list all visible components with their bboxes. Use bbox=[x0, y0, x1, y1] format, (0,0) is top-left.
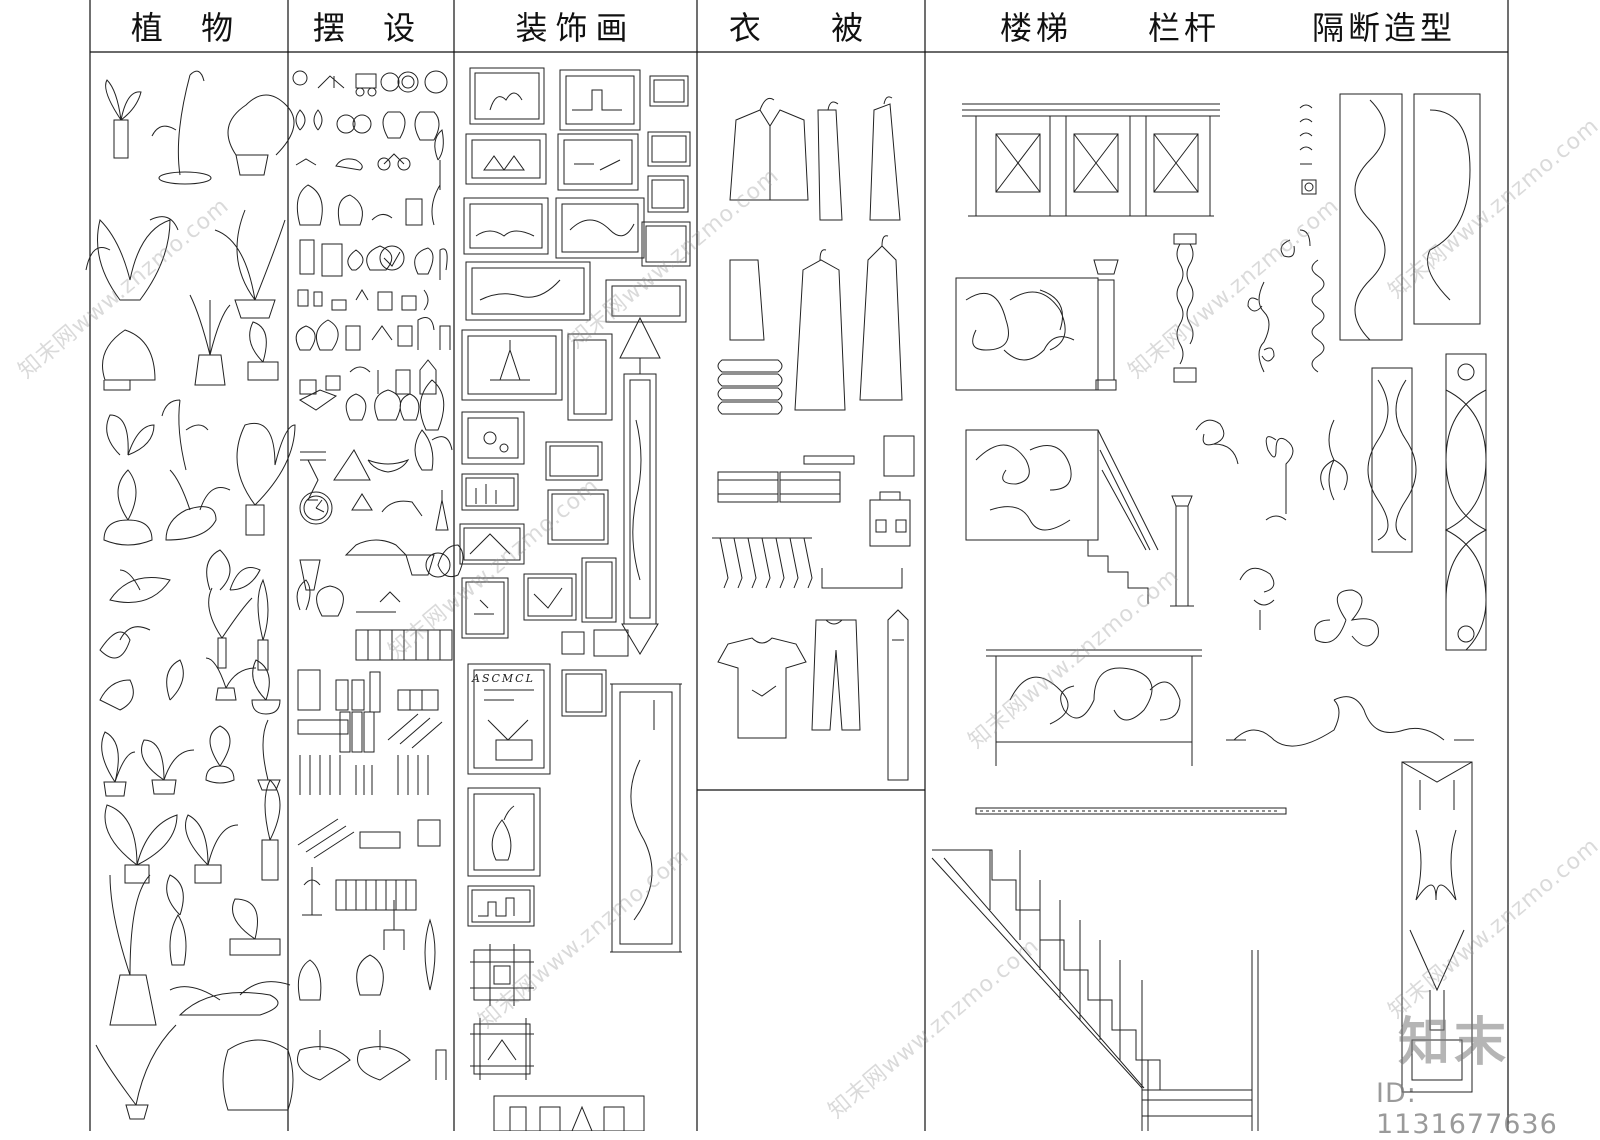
candle-holder bbox=[297, 900, 436, 1001]
book-row bbox=[297, 818, 441, 859]
garment-icon bbox=[869, 491, 911, 547]
garment-icon bbox=[729, 235, 903, 411]
lattice-frame bbox=[470, 944, 534, 1006]
header-railings: 栏杆 bbox=[1148, 9, 1221, 47]
scroll-painting bbox=[619, 316, 661, 655]
book-row bbox=[299, 755, 429, 795]
framed-painting bbox=[461, 473, 609, 545]
framed-painting bbox=[467, 663, 607, 775]
candle-holder bbox=[302, 867, 417, 916]
decor-item bbox=[292, 70, 448, 97]
stairs-column-drawings bbox=[931, 103, 1287, 1131]
framed-painting bbox=[461, 573, 629, 657]
plant-icon bbox=[104, 779, 281, 884]
plant-icon bbox=[85, 209, 286, 319]
plant-icon bbox=[99, 657, 281, 715]
framed-painting bbox=[461, 329, 613, 421]
header-decor: 摆 设 bbox=[312, 9, 430, 47]
decor-item bbox=[299, 359, 437, 395]
brand-logo: 知末 bbox=[1398, 1013, 1511, 1073]
decor-item bbox=[295, 129, 444, 190]
partition-panel bbox=[1339, 93, 1481, 341]
paintings-column-drawings bbox=[459, 67, 691, 1131]
partition-panel bbox=[1367, 353, 1488, 651]
hanger-rack bbox=[712, 537, 903, 589]
partition-panel bbox=[1401, 761, 1473, 1093]
staircase-section bbox=[931, 849, 1259, 1131]
folded-towels bbox=[717, 359, 783, 415]
book-row bbox=[297, 669, 439, 713]
book-row bbox=[355, 629, 453, 661]
framed-painting bbox=[461, 411, 603, 481]
decor-item bbox=[295, 317, 451, 351]
plant-icon bbox=[109, 549, 261, 603]
header-paintings: 装饰画 bbox=[515, 9, 636, 47]
framed-painting bbox=[469, 67, 689, 131]
plants-column-drawings bbox=[85, 70, 296, 1120]
header-partitions: 隔断造型 bbox=[1312, 9, 1457, 47]
plant-icon bbox=[102, 294, 279, 391]
garment-icon bbox=[729, 96, 901, 221]
ornament-icon bbox=[1195, 419, 1348, 521]
framed-painting bbox=[465, 261, 687, 323]
header-stairs: 楼梯 bbox=[1000, 9, 1073, 47]
decor-item bbox=[299, 539, 464, 591]
plant-icon bbox=[106, 399, 296, 536]
decor-item bbox=[299, 490, 449, 531]
railing-panel bbox=[962, 103, 1220, 217]
decor-item bbox=[296, 579, 401, 617]
lattice-frame bbox=[470, 1018, 534, 1080]
decor-item bbox=[297, 289, 429, 311]
railing-panel bbox=[986, 649, 1202, 766]
sheet-frame bbox=[89, 0, 1509, 1131]
plant-icon bbox=[99, 578, 269, 671]
folded-linen bbox=[717, 435, 915, 503]
chandelier bbox=[297, 1030, 447, 1081]
partitions-column-drawings bbox=[1195, 93, 1488, 1093]
header-clothing: 衣 被 bbox=[728, 9, 894, 47]
decor-column-drawings bbox=[292, 70, 464, 1081]
railing-panel bbox=[965, 429, 1194, 607]
plant-icon bbox=[103, 469, 231, 546]
book-row bbox=[297, 711, 443, 753]
ornament-icon bbox=[1226, 567, 1474, 747]
decor-item bbox=[300, 429, 453, 501]
ornament-icon bbox=[1247, 229, 1325, 373]
garment-icon bbox=[717, 609, 909, 781]
decor-item bbox=[295, 109, 440, 141]
decor-item bbox=[298, 379, 445, 431]
header-plants: 植 物 bbox=[130, 9, 248, 47]
framed-painting bbox=[459, 523, 617, 623]
plant-icon bbox=[109, 874, 281, 1026]
painting-lettering: ASCMCL bbox=[472, 672, 535, 685]
plant-icon bbox=[101, 719, 281, 797]
clothing-column-drawings bbox=[712, 96, 915, 781]
framed-painting bbox=[467, 885, 535, 927]
scroll-painting bbox=[610, 683, 682, 953]
carved-panel bbox=[493, 1095, 645, 1131]
decor-item bbox=[299, 239, 448, 280]
framed-painting bbox=[463, 175, 691, 267]
railing-panel bbox=[955, 233, 1197, 391]
ornament-icon bbox=[1299, 104, 1317, 195]
plant-icon bbox=[95, 981, 294, 1120]
decor-item bbox=[296, 184, 441, 226]
framed-painting bbox=[467, 787, 541, 877]
handrail-profile bbox=[975, 807, 1287, 815]
framed-painting bbox=[465, 131, 691, 191]
plant-icon bbox=[105, 70, 295, 185]
